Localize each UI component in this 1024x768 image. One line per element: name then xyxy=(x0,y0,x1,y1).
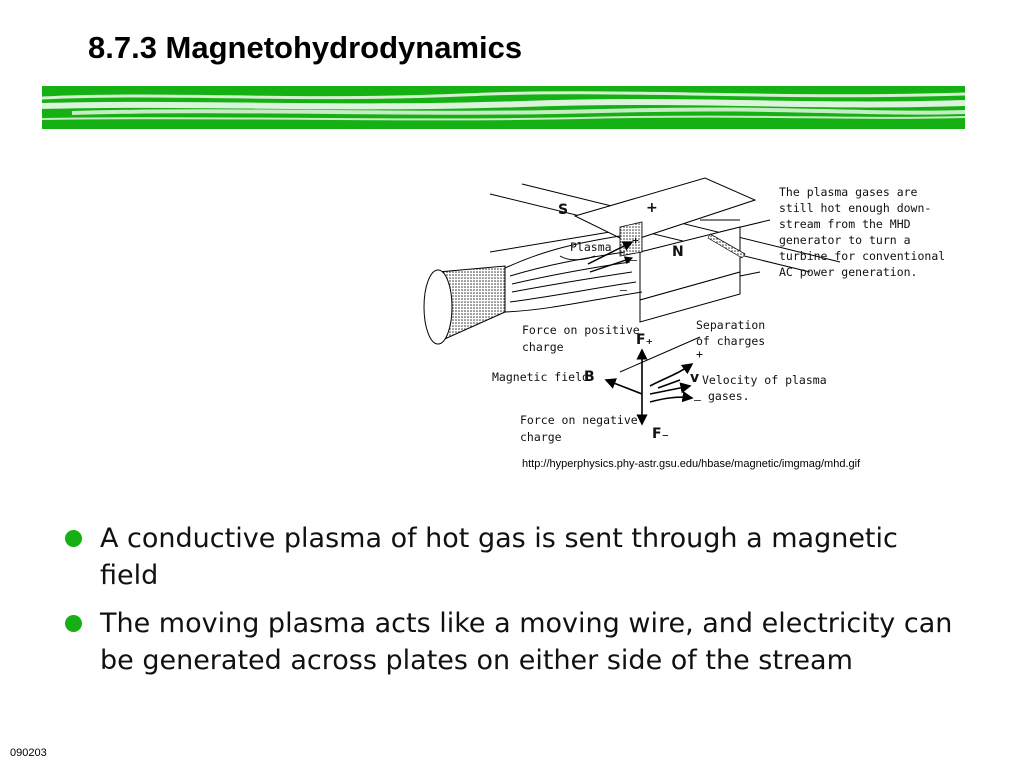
plasma-plus-sign: + xyxy=(632,233,639,247)
bullet-dot-icon xyxy=(65,530,82,547)
magnetic-field-label: Magnetic field xyxy=(492,370,589,384)
velocity-label: Velocity of plasma xyxy=(702,373,827,387)
bullet-text: A conductive plasma of hot gas is sent t… xyxy=(100,523,898,591)
v-symbol: v xyxy=(690,370,699,386)
bullet-item: A conductive plasma of hot gas is sent t… xyxy=(64,520,964,594)
note-line: generator to turn a xyxy=(779,233,911,247)
separation-plus-sign: + xyxy=(696,347,703,361)
separation-label: Separation xyxy=(696,318,765,332)
green-brush-divider xyxy=(42,86,965,129)
note-line: AC power generation. xyxy=(779,265,917,279)
force-negative-label: charge xyxy=(520,430,562,444)
b-symbol: B xyxy=(584,369,595,385)
positive-plate xyxy=(573,177,757,243)
note-line: turbine for conventional xyxy=(779,249,945,263)
slide-title: 8.7.3 Magnetohydrodynamics xyxy=(88,30,523,65)
note-line: The plasma gases are xyxy=(779,185,918,199)
bullet-list: A conductive plasma of hot gas is sent t… xyxy=(64,520,964,690)
north-pole-label: N xyxy=(672,244,684,260)
force-vectors xyxy=(604,348,694,426)
footer-code: 090203 xyxy=(10,747,47,759)
note-line: still hot enough down- xyxy=(779,201,931,215)
plate-minus-sign: – xyxy=(620,283,627,297)
nozzle-opening xyxy=(423,269,453,345)
bullet-text: The moving plasma acts like a moving wir… xyxy=(100,608,953,676)
note-line: stream from the MHD xyxy=(779,217,911,231)
plasma-minus-sign: – xyxy=(630,253,637,267)
separation-label: of charges xyxy=(696,334,765,348)
mhd-generator-diagram: S + N Plasma + – – The plasma gases are … xyxy=(423,177,945,444)
plasma-label: Plasma xyxy=(570,240,612,254)
force-positive-label: charge xyxy=(522,340,564,354)
note-text-block: The plasma gases are still hot enough do… xyxy=(779,185,945,279)
separation-minus-sign: – xyxy=(694,393,701,407)
bullet-item: The moving plasma acts like a moving wir… xyxy=(64,605,964,679)
force-negative-label: Force on negative xyxy=(520,413,638,427)
velocity-label: gases. xyxy=(708,389,750,403)
plasma-stream xyxy=(504,235,643,313)
force-positive-label: Force on positive xyxy=(522,323,640,337)
plus-plate-label: + xyxy=(646,200,658,216)
f-plus-label: F₊ xyxy=(636,332,653,348)
south-pole-label: S xyxy=(558,202,568,218)
source-url: http://hyperphysics.phy-astr.gsu.edu/hba… xyxy=(522,458,861,470)
f-minus-label: F₋ xyxy=(652,426,669,442)
bullet-dot-icon xyxy=(65,615,82,632)
